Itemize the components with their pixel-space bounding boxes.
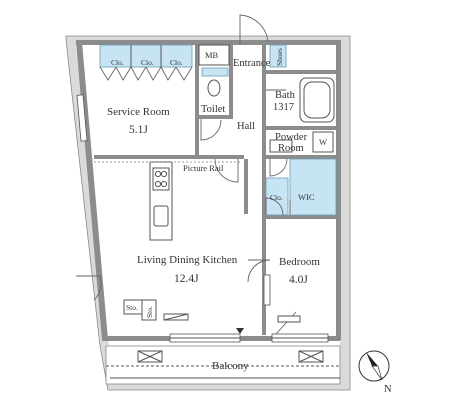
entry-arrow xyxy=(236,328,244,334)
ldk-size: 12.4J xyxy=(174,273,199,285)
entrance-label: Entrance xyxy=(233,58,271,69)
service-room-size: 5.1J xyxy=(129,124,148,136)
closet-label-3: Clo. xyxy=(170,58,183,67)
shoes-label: Shoes xyxy=(275,48,284,66)
powder-label-line2: Room xyxy=(278,143,304,154)
washbasin xyxy=(269,139,293,153)
bedroom-door xyxy=(247,259,271,283)
hall-label: Hall xyxy=(237,121,255,132)
bedroom-window-panel xyxy=(263,274,271,306)
bath-size: 1317 xyxy=(273,102,294,113)
shoe-cabinet xyxy=(269,44,287,68)
window-service-room xyxy=(76,94,88,142)
storage-label-2: Sto. xyxy=(145,306,154,318)
closet-label-bedroom: Clo. xyxy=(270,193,283,202)
north-arrow: N xyxy=(358,350,392,395)
north-needle-light xyxy=(371,365,383,381)
bedroom-size: 4.0J xyxy=(289,274,308,286)
toilet-door xyxy=(200,119,222,141)
toilet-bowl xyxy=(207,79,221,97)
ldk-name: Living Dining Kitchen xyxy=(137,254,238,266)
meter-box xyxy=(198,44,230,66)
closet-label-2: Clo. xyxy=(141,58,154,67)
bedroom-name: Bedroom xyxy=(279,256,320,268)
closet-doors xyxy=(99,66,193,81)
balcony-label: Balcony xyxy=(212,360,249,372)
bedroom-vent xyxy=(277,315,301,323)
service-room-name: Service Room xyxy=(107,106,170,118)
wic-label: WIC xyxy=(298,192,315,202)
bedroom-closet xyxy=(265,177,289,216)
side-door xyxy=(76,275,102,301)
washer-box xyxy=(312,131,334,153)
ldk-door xyxy=(214,158,239,183)
kitchen-sink xyxy=(153,205,169,227)
north-label: N xyxy=(384,384,392,395)
powder-label-line1: Powder xyxy=(275,132,308,143)
mb-label: MB xyxy=(205,50,219,60)
toilet-room-sink xyxy=(201,67,229,77)
bath-name: Bath xyxy=(275,90,296,101)
entrance-door xyxy=(239,14,269,45)
cooktop xyxy=(152,167,170,191)
powder-door xyxy=(269,158,288,177)
north-needle-dark xyxy=(366,352,378,366)
washer-label: W xyxy=(319,137,327,147)
picture-rail-label: Picture Rail xyxy=(183,163,224,173)
storage-small-2 xyxy=(141,299,157,321)
closet-label-1: Clo. xyxy=(111,58,124,67)
toilet-label: Toilet xyxy=(201,104,225,115)
walk-in-closet xyxy=(289,158,337,216)
storage-label-1: Sto. xyxy=(126,303,138,312)
